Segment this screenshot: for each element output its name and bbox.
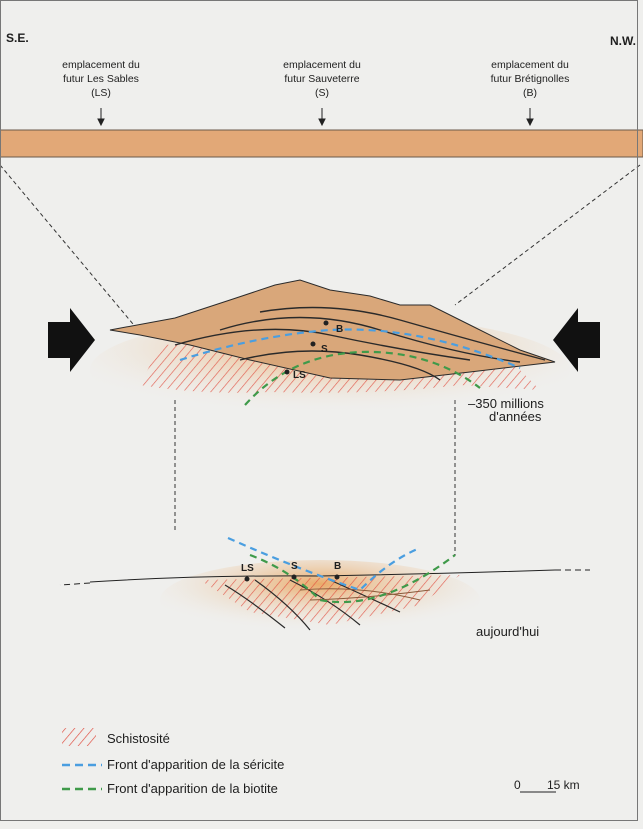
point-ls-lower: LS (241, 563, 254, 574)
location-label: futur Sauveterre (284, 73, 359, 85)
location-label: futur Brétignolles (491, 73, 570, 85)
orientation-right: N.W. (610, 34, 636, 48)
point-b-upper: B (336, 324, 343, 335)
scale-start: 0 (514, 778, 521, 792)
sericite-front-upper (179, 328, 521, 370)
location-s: emplacement du futur Sauveterre (S) (283, 59, 361, 99)
legend-sericite: Front d'apparition de la séricite (107, 757, 284, 772)
compression-arrow-left (48, 308, 95, 372)
legend-schistosity: Schistosité (107, 731, 170, 746)
location-abbr: (B) (523, 87, 537, 99)
age-past-line1: –350 millions (468, 396, 544, 411)
point-s-lower: S (291, 561, 298, 572)
sediment-band (0, 129, 643, 158)
scale-bar: 0 15 km (514, 778, 580, 793)
upper-section (90, 279, 570, 425)
location-b: emplacement du futur Brétignolles (B) (491, 59, 570, 99)
age-present: aujourd'hui (476, 624, 539, 639)
location-label: futur Les Sables (63, 73, 139, 85)
biotite-front-upper (244, 350, 481, 406)
location-arrows (97, 108, 534, 127)
location-ls: emplacement du futur Les Sables (LS) (62, 59, 140, 99)
projection-lines (0, 164, 641, 556)
schistosity-swatch (62, 728, 96, 746)
orientation-left: S.E. (6, 31, 29, 45)
location-label: emplacement du (62, 59, 140, 71)
legend: Schistosité Front d'apparition de la sér… (62, 728, 284, 796)
sericite-front-lower (227, 536, 421, 592)
point-b-lower: B (334, 561, 341, 572)
location-abbr: (S) (315, 87, 329, 99)
scale-end: 15 km (547, 778, 580, 792)
point-s-upper: S (321, 344, 328, 355)
location-label: emplacement du (283, 59, 361, 71)
point-ls-upper: LS (293, 370, 306, 381)
location-label: emplacement du (491, 59, 569, 71)
age-past-line2: d'années (489, 409, 542, 424)
lower-section (59, 536, 590, 640)
legend-biotite: Front d'apparition de la biotite (107, 781, 278, 796)
location-abbr: (LS) (91, 87, 111, 99)
biotite-front-lower (249, 553, 456, 604)
compression-arrow-right (553, 308, 600, 372)
